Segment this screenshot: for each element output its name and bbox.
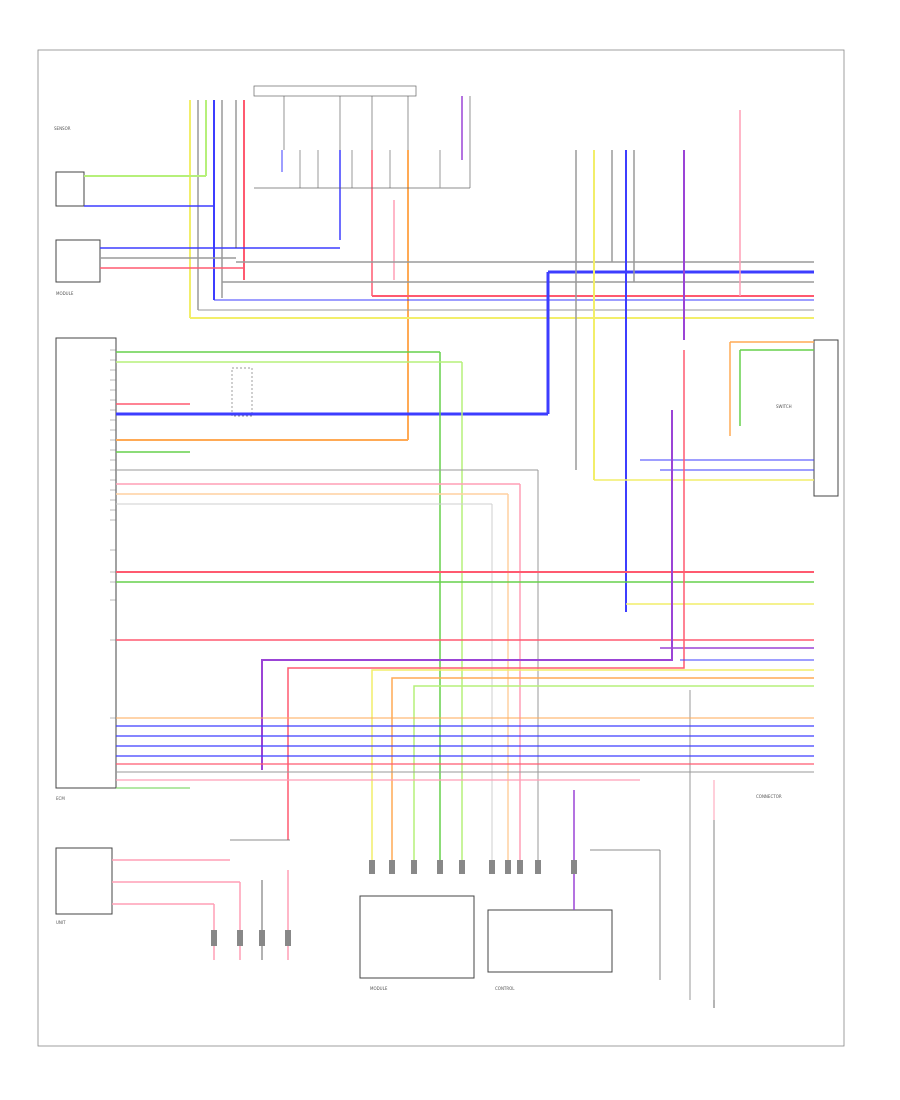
bottom-left-terminals	[211, 930, 291, 946]
bottom-left-module-box	[55, 847, 113, 915]
wire-yellow-fan	[371, 669, 814, 860]
center-module-terminals	[369, 860, 577, 874]
wire-orange-fan	[391, 677, 814, 860]
bottom-left-label: UNIT	[56, 920, 66, 925]
diagram-frame	[37, 49, 845, 1047]
left-module-label: MODULE	[56, 291, 74, 296]
right-bottom-label: CONNECTOR	[756, 794, 782, 799]
center-right-label: CONTROL	[495, 986, 515, 991]
center-module-box	[359, 895, 475, 979]
right-connector-box	[813, 339, 839, 497]
top-left-label: SENSOR	[54, 126, 71, 131]
top-center-bracket	[253, 85, 417, 97]
left-module-box	[55, 239, 101, 283]
top-left-sensor-box	[55, 171, 85, 207]
center-box-label: MODULE	[370, 986, 388, 991]
dashed-sensor-box	[231, 367, 253, 417]
right-top-label: SWITCH	[776, 404, 792, 409]
wire-green-fan	[413, 685, 814, 860]
wire-pink-loop	[287, 350, 685, 840]
center-right-module-box	[487, 909, 613, 973]
ecm-pin-ticks	[110, 349, 116, 719]
ecm-label: ECM	[56, 796, 65, 801]
wire-purple-loop	[261, 410, 673, 770]
ecm-box	[55, 337, 117, 789]
